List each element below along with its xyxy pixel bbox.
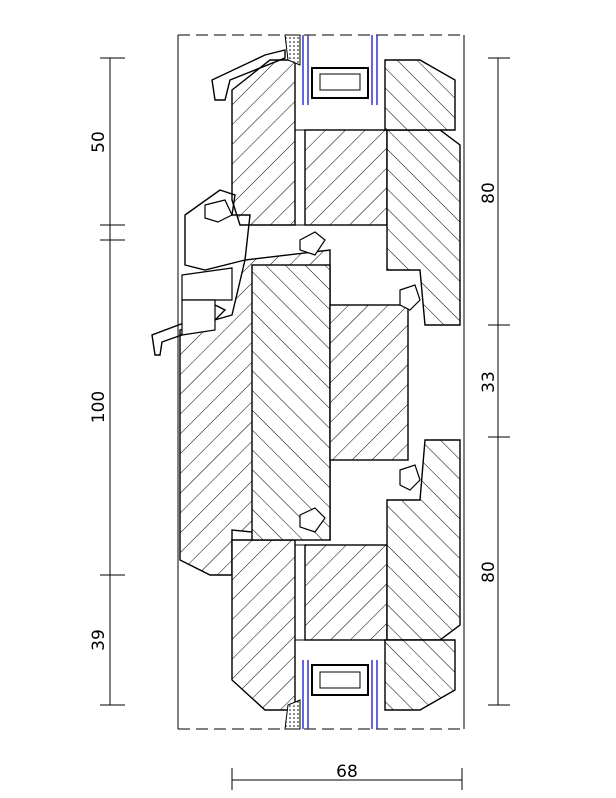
center-panel [251, 264, 331, 541]
drip-profile-top [211, 49, 286, 101]
top-right-cap [384, 59, 456, 131]
bottom-right-cap [384, 639, 456, 711]
dim-bottom-width: 68 [336, 762, 358, 782]
bottom-left-sash [231, 539, 296, 711]
gasket-group [204, 199, 421, 533]
dim-right-middle: 33 [479, 371, 499, 393]
bottom-right-sash [386, 439, 461, 641]
frame-step [181, 267, 233, 301]
top-middle-block [304, 129, 388, 226]
bottom-dimension-line [231, 768, 463, 790]
right-dimension-lines [488, 57, 510, 706]
top-left-sash [231, 59, 296, 226]
dim-left-middle: 100 [89, 391, 109, 423]
dim-left-bottom: 39 [89, 629, 109, 651]
glass-unit-bottom [284, 660, 378, 730]
dim-right-top: 80 [479, 182, 499, 204]
left-dimension-lines [100, 57, 125, 706]
bottom-middle-block [304, 544, 388, 641]
dim-left-top: 50 [89, 131, 109, 153]
top-right-sash [386, 129, 461, 326]
seal-strip-bottom [294, 544, 306, 641]
dim-right-bottom: 80 [479, 561, 499, 583]
drip-profile-mid [184, 189, 251, 271]
glass-unit-top [284, 34, 378, 105]
center-core [329, 304, 409, 461]
drip-clip [151, 304, 227, 356]
frame-step-2 [181, 299, 216, 336]
outer-frame [177, 34, 465, 730]
seal-strip-top [294, 129, 306, 226]
